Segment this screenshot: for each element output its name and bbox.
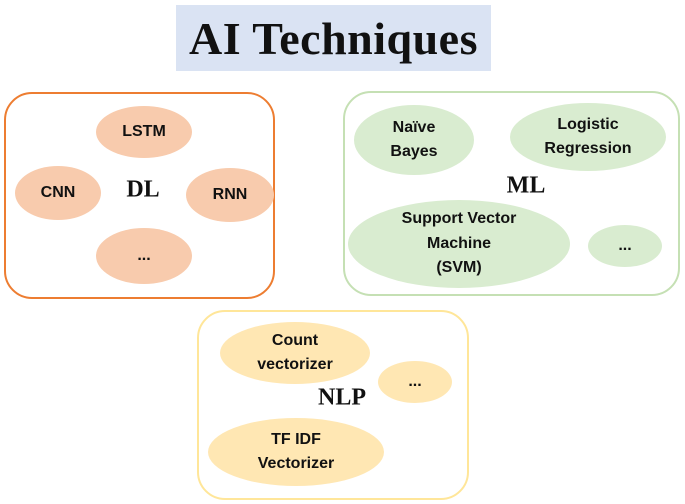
node-cnn: CNN [15,166,101,220]
node-svm: Support Vector Machine (SVM) [348,200,570,288]
node-lstm: LSTM [96,106,192,158]
group-label-ml: ML [506,172,546,199]
page-title: AI Techniques [188,12,478,64]
node-tf-idf-vectorizer: TF IDF Vectorizer [208,418,384,486]
node-dl-more: ... [96,228,192,284]
node-naive-bayes: Naïve Bayes [354,105,474,175]
node-logistic-regression: Logistic Regression [510,103,666,171]
node-ml-more: ... [588,225,662,267]
node-count-vectorizer: Count vectorizer [220,322,370,384]
node-nlp-more: ... [378,361,452,403]
group-label-nlp: NLP [318,384,366,411]
node-rnn: RNN [186,168,274,222]
group-label-dl: DL [126,176,160,203]
title-banner: AI Techniques [176,5,491,71]
